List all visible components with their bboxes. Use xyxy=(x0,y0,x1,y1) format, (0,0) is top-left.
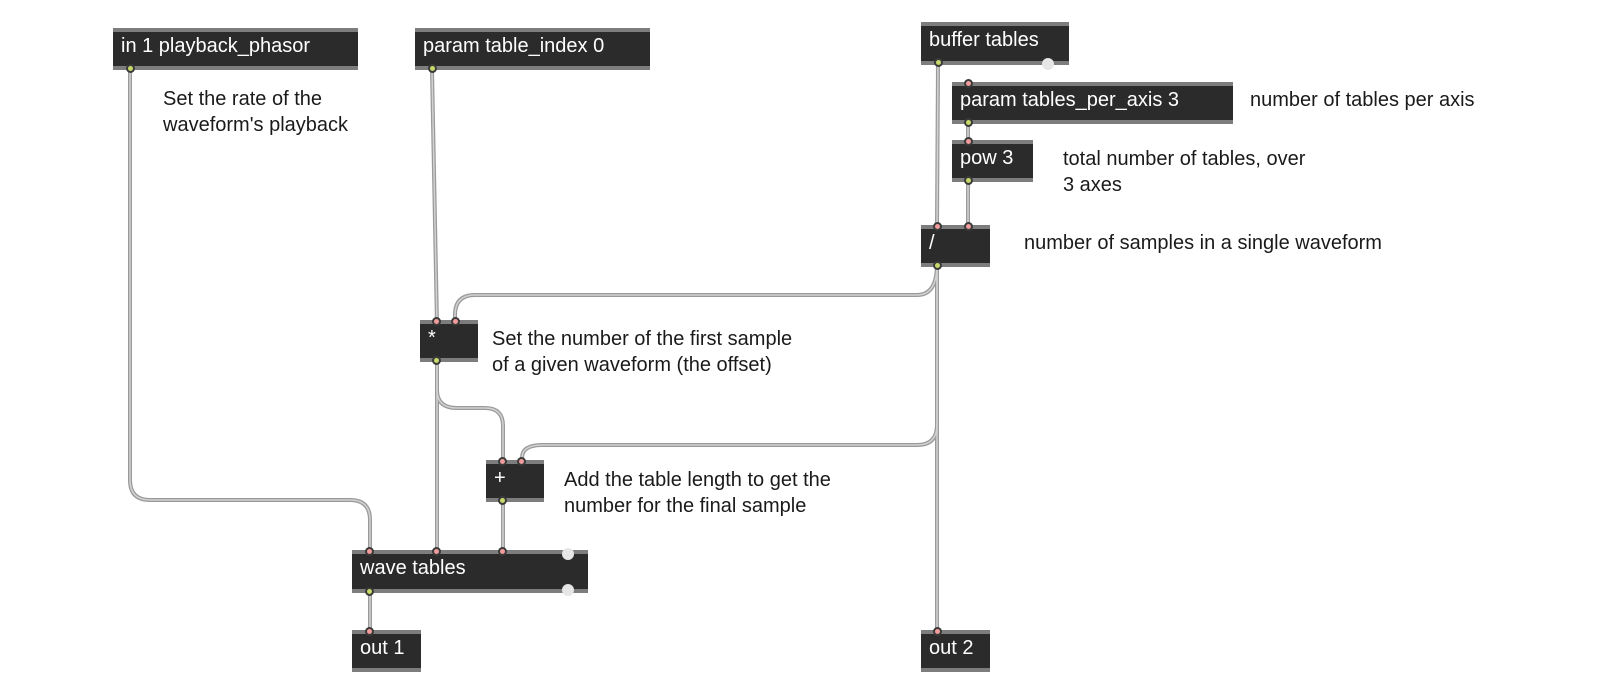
outlet-port[interactable] xyxy=(126,64,135,73)
buffer-status-dot-icon xyxy=(1042,58,1054,70)
divide-object[interactable]: / xyxy=(921,222,990,270)
outlet-port[interactable] xyxy=(933,261,942,270)
inlet-start-port[interactable] xyxy=(432,547,441,556)
out-1-object[interactable]: out 1 xyxy=(352,627,421,672)
comment-playback-rate-line-2: waveform's playback xyxy=(163,114,348,136)
comment-final-sample: Add the table length to get the number f… xyxy=(564,467,831,519)
out-2-label: out 2 xyxy=(929,637,974,659)
inlet-left-port[interactable] xyxy=(498,457,507,466)
inlet-right-port[interactable] xyxy=(517,457,526,466)
pow-3-object[interactable]: pow 3 xyxy=(952,137,1033,185)
param-tables-per-axis-label: param tables_per_axis 3 xyxy=(960,89,1180,111)
comment-offset-line-2: of a given waveform (the offset) xyxy=(492,354,772,376)
inlet-left-port[interactable] xyxy=(933,222,942,231)
comment-final-sample-line-1: Add the table length to get the xyxy=(564,469,831,491)
comment-total-tables-line-2: 3 axes xyxy=(1063,174,1122,196)
param-table-index-label: param table_index 0 xyxy=(423,35,605,57)
comment-playback-rate: Set the rate of the waveform's playback xyxy=(163,86,348,138)
add-label: + xyxy=(494,467,506,489)
comment-offset: Set the number of the first sample of a … xyxy=(492,326,792,378)
outlet-port[interactable] xyxy=(964,176,973,185)
comment-final-sample-line-2: number for the final sample xyxy=(564,495,807,517)
in-1-label: in 1 playback_phasor xyxy=(121,35,311,57)
cord-buffer-to-divide[interactable] xyxy=(935,62,940,227)
inlet-port[interactable] xyxy=(365,627,374,636)
outlet-port[interactable] xyxy=(498,496,507,505)
out-1-label: out 1 xyxy=(360,637,405,659)
comment-samples-per-waveform: number of samples in a single waveform xyxy=(1024,230,1382,256)
cord-in1-to-wave[interactable] xyxy=(128,68,372,554)
cord-divide-to-multiply[interactable] xyxy=(453,262,939,327)
buffer-tables-object[interactable]: buffer tables xyxy=(921,22,1069,70)
pow-3-label: pow 3 xyxy=(960,147,1014,169)
multiply-label: * xyxy=(428,327,436,349)
cord-param-index-to-multiply[interactable] xyxy=(430,68,439,327)
inlet-port[interactable] xyxy=(933,627,942,636)
outlet-port[interactable] xyxy=(964,118,973,127)
inlet-right-port[interactable] xyxy=(964,222,973,231)
param-table-index-object[interactable]: param table_index 0 xyxy=(415,28,650,73)
comment-tables-per-axis-text: number of tables per axis xyxy=(1250,89,1475,111)
wave-tables-label: wave tables xyxy=(360,557,466,579)
inlet-right-port[interactable] xyxy=(451,317,460,326)
add-object[interactable]: + xyxy=(486,457,544,505)
comment-offset-line-1: Set the number of the first sample xyxy=(492,328,793,350)
comment-total-tables: total number of tables, over 3 axes xyxy=(1063,146,1305,198)
outlet-port[interactable] xyxy=(432,356,441,365)
wave-tables-object[interactable]: wave tables xyxy=(352,547,588,596)
inlet-port[interactable] xyxy=(964,79,973,88)
wave-status-dot-bottom-icon xyxy=(562,584,574,596)
buffer-tables-label: buffer tables xyxy=(929,29,1039,51)
comment-samples-text: number of samples in a single waveform xyxy=(1024,232,1382,254)
param-tables-per-axis-object[interactable]: param tables_per_axis 3 xyxy=(952,79,1233,127)
outlet-port[interactable] xyxy=(428,64,437,73)
inlet-phase-port[interactable] xyxy=(365,547,374,556)
divide-label: / xyxy=(929,232,935,254)
comment-total-tables-line-1: total number of tables, over xyxy=(1063,148,1306,170)
inlet-left-port[interactable] xyxy=(432,317,441,326)
comment-playback-rate-line-1: Set the rate of the xyxy=(163,88,322,110)
outlet-port[interactable] xyxy=(365,587,374,596)
in-1-playback-phasor-object[interactable]: in 1 playback_phasor xyxy=(113,28,358,73)
inlet-port[interactable] xyxy=(964,137,973,146)
wave-status-dot-top-icon xyxy=(562,548,574,560)
out-2-object[interactable]: out 2 xyxy=(921,627,990,672)
inlet-end-port[interactable] xyxy=(498,547,507,556)
multiply-object[interactable]: * xyxy=(420,317,478,365)
comment-tables-per-axis: number of tables per axis xyxy=(1250,87,1475,113)
outlet-port[interactable] xyxy=(934,58,943,67)
